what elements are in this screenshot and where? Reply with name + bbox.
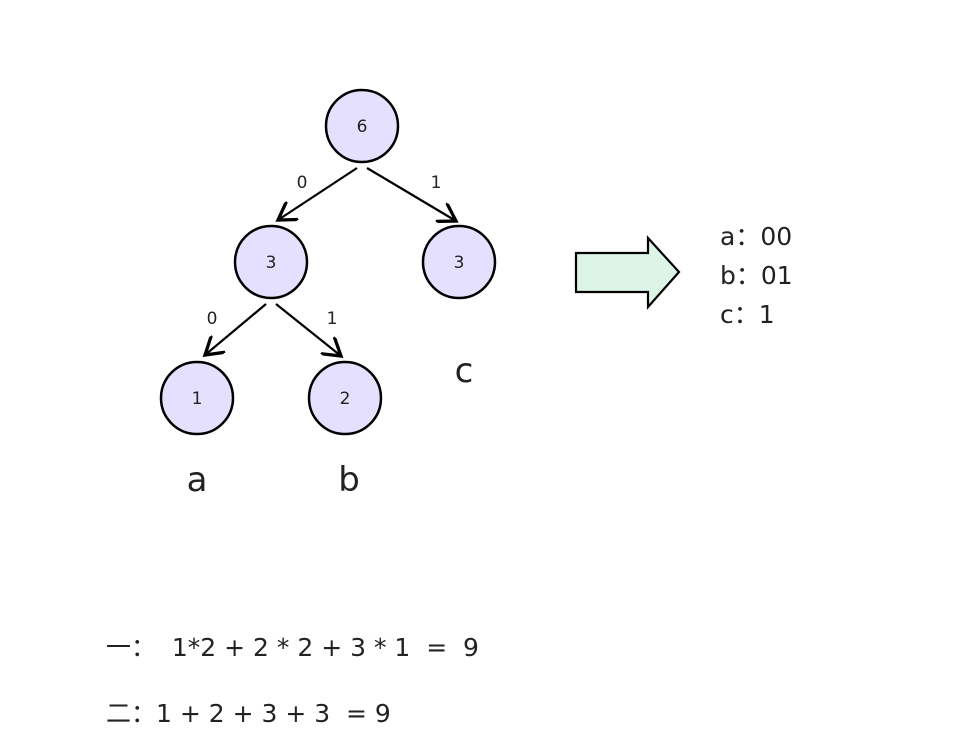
code-b: b：01 — [720, 261, 793, 290]
node-circle — [324, 88, 400, 164]
node-circle — [159, 360, 235, 436]
node-circle — [233, 224, 309, 300]
tree-edges — [205, 167, 456, 356]
node-value: 6 — [357, 117, 368, 137]
edge-label-root-right: 1 — [431, 173, 442, 193]
leaf-labels: a b c — [187, 351, 474, 500]
edge-root-left — [278, 167, 358, 220]
tree-node-root: 6 — [324, 88, 400, 164]
code-c: c：1 — [720, 300, 775, 329]
edge-labels: 0 1 0 1 — [207, 173, 442, 329]
tree-node-right: 3 — [421, 224, 497, 300]
node-value: 1 — [192, 389, 203, 409]
formula-two: 二：1 + 2 + 3 + 3 = 9 — [106, 699, 391, 728]
edge-label-left-leftright: 1 — [327, 309, 338, 329]
node-circle — [421, 224, 497, 300]
leaf-label-c: c — [455, 351, 474, 391]
leaf-label-a: a — [187, 460, 208, 500]
code-a: a：00 — [720, 222, 792, 251]
edge-left-leftright — [275, 303, 341, 356]
edge-label-root-left: 0 — [297, 173, 308, 193]
node-value: 3 — [454, 253, 465, 273]
node-value: 2 — [340, 389, 351, 409]
edge-label-left-leftleft: 0 — [207, 309, 218, 329]
node-value: 3 — [266, 253, 277, 273]
edge-root-right — [366, 167, 456, 221]
leaf-label-b: b — [338, 460, 360, 500]
tree-node-left-right: 2 — [307, 360, 383, 436]
node-circle — [307, 360, 383, 436]
tree-node-left: 3 — [233, 224, 309, 300]
formulas: 一： 1*2 + 2 * 2 + 3 * 1 = 9 二：1 + 2 + 3 +… — [106, 633, 479, 728]
edge-left-leftleft — [205, 303, 267, 355]
tree-node-left-left: 1 — [159, 360, 235, 436]
codes-list: a：00 b：01 c：1 — [720, 222, 793, 329]
formula-one: 一： 1*2 + 2 * 2 + 3 * 1 = 9 — [106, 633, 479, 662]
right-arrow-icon — [574, 235, 681, 310]
